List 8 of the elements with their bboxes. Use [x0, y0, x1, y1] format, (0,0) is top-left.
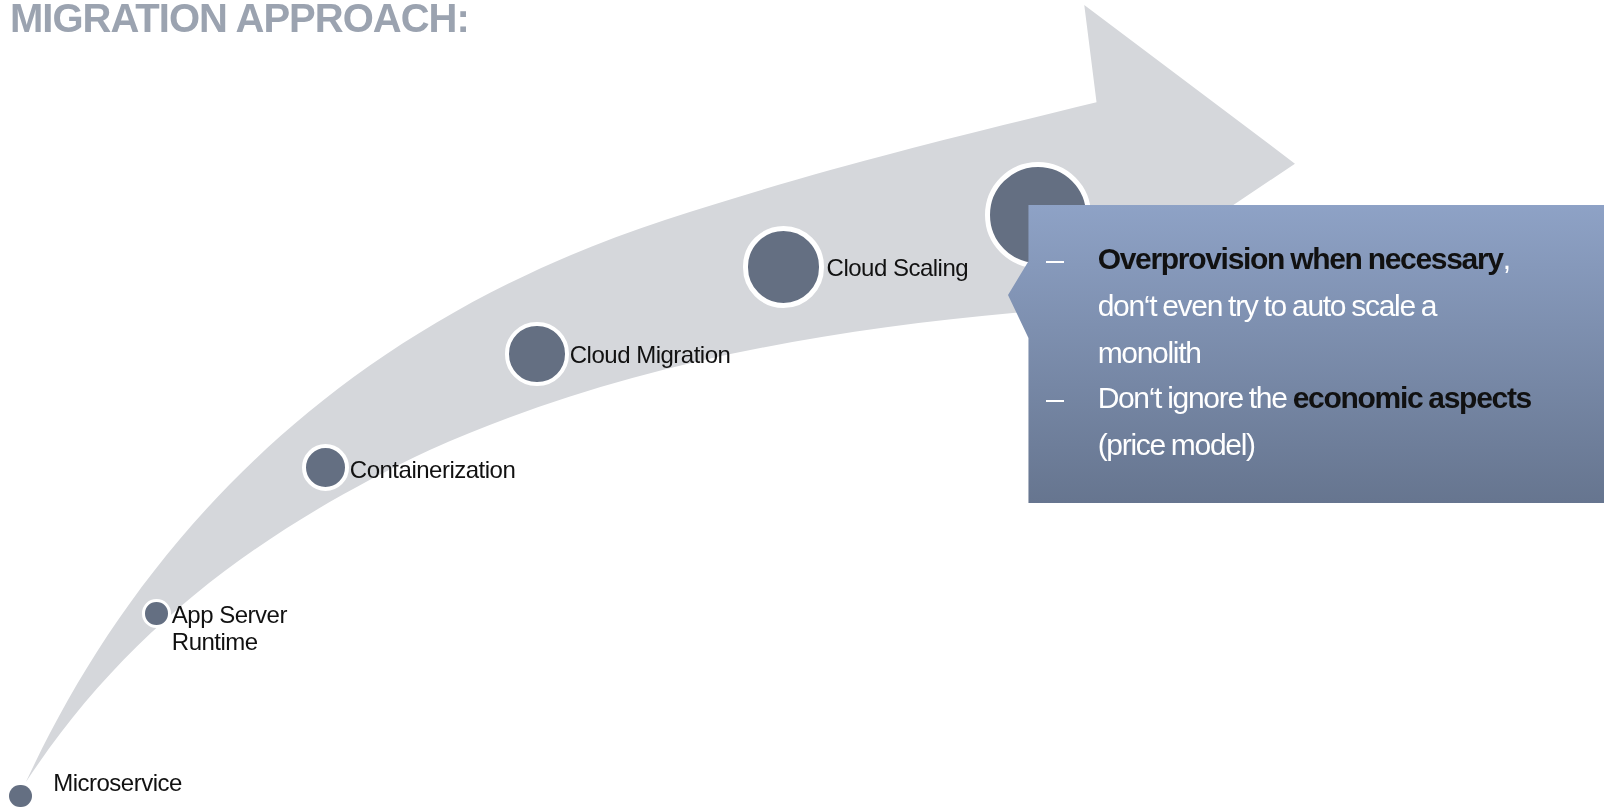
step-label: Microservice — [53, 768, 182, 796]
step-label: Containerization — [349, 455, 516, 483]
slide-title: MIGRATION APPROACH: — [10, 0, 469, 41]
bullet-text: Overprovision when necessary, don‘t even try to auto scale a monolith — [1097, 241, 1511, 372]
step-label: Cloud Migration — [569, 340, 731, 368]
step-label: Cloud Scaling — [826, 254, 969, 281]
bullet-text: Don‘t ignore the economic aspects (price model) — [1097, 380, 1532, 464]
step-label: App Server Runtime — [171, 600, 288, 655]
